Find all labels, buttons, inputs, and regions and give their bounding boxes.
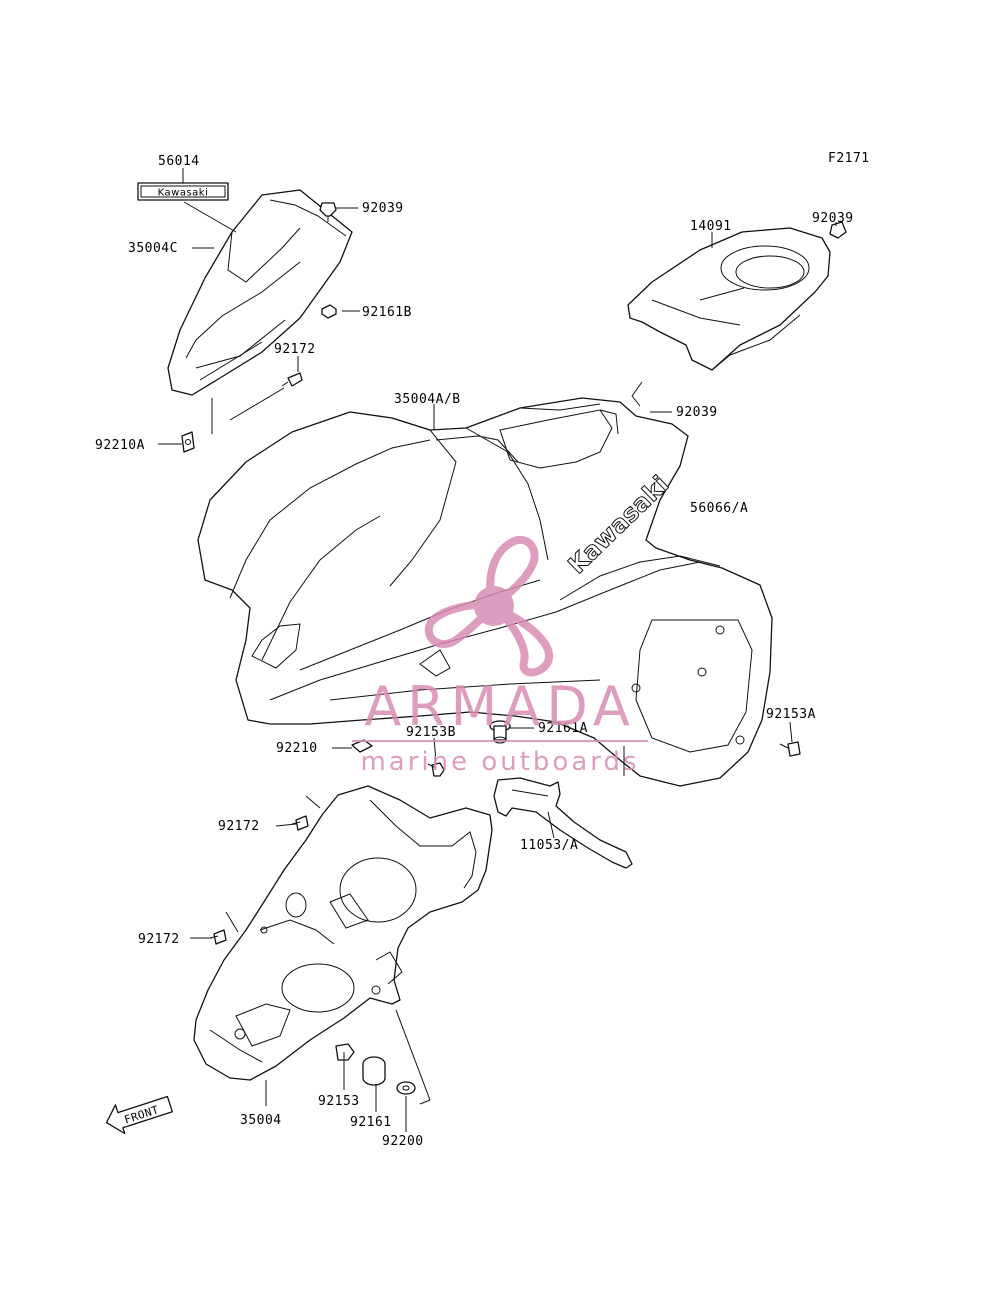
label-92161b: 92161B <box>362 305 412 320</box>
label-92153b: 92153B <box>406 725 456 740</box>
bracket-11053a <box>493 777 633 869</box>
label-92153a: 92153A <box>766 707 816 722</box>
clip-92039-right <box>829 221 847 239</box>
part-labels: F2171 56014 92039 35004C 92161B 92172 92… <box>95 151 870 1149</box>
label-92039-right: 92039 <box>812 211 854 226</box>
label-92172-mid: 92172 <box>218 819 260 834</box>
watermark-logo: ARMADA marine outboards <box>352 536 648 777</box>
bolt-92153b <box>427 762 445 777</box>
label-92200: 92200 <box>382 1134 424 1149</box>
washer-92200 <box>396 1081 416 1095</box>
figure-code: F2171 <box>828 151 870 166</box>
screw-92172-low <box>209 929 227 945</box>
label-35004ab: 35004A/B <box>394 392 461 407</box>
watermark-brand: ARMADA <box>364 675 636 738</box>
screw-92172-mid <box>291 815 309 831</box>
label-92172-low: 92172 <box>138 932 180 947</box>
decal-56014: Kawasaki <box>137 182 229 201</box>
label-92172-top: 92172 <box>274 342 316 357</box>
watermark-tagline: marine outboards <box>360 747 639 777</box>
label-92039-mid: 92039 <box>676 405 718 420</box>
clip-92039-top <box>319 202 337 222</box>
propeller-icon <box>424 536 554 677</box>
decal-text: Kawasaki <box>158 188 209 199</box>
label-92161a: 92161A <box>538 721 588 736</box>
label-92210: 92210 <box>276 741 318 756</box>
collar-92161 <box>362 1056 386 1086</box>
nut-92161b <box>321 304 337 319</box>
label-35004c: 35004C <box>128 241 178 256</box>
label-56066a: 56066/A <box>690 501 748 516</box>
screw-92172-top <box>281 372 303 387</box>
label-11053a: 11053/A <box>520 838 578 853</box>
bolt-92153a <box>779 741 801 757</box>
leader-lines <box>158 168 837 1132</box>
bolt-92153 <box>335 1043 355 1066</box>
front-direction-arrow: FRONT <box>105 1095 173 1135</box>
nut-92210a <box>181 431 195 453</box>
cover-14091 <box>627 227 831 371</box>
label-92210a: 92210A <box>95 438 145 453</box>
inner-fender-35004 <box>193 785 493 1081</box>
label-35004: 35004 <box>240 1113 282 1128</box>
label-56014: 56014 <box>158 154 200 169</box>
cover-35004c <box>167 189 353 396</box>
label-92039-top: 92039 <box>362 201 404 216</box>
label-92153: 92153 <box>318 1094 360 1109</box>
label-14091: 14091 <box>690 219 732 234</box>
label-92161: 92161 <box>350 1115 392 1130</box>
